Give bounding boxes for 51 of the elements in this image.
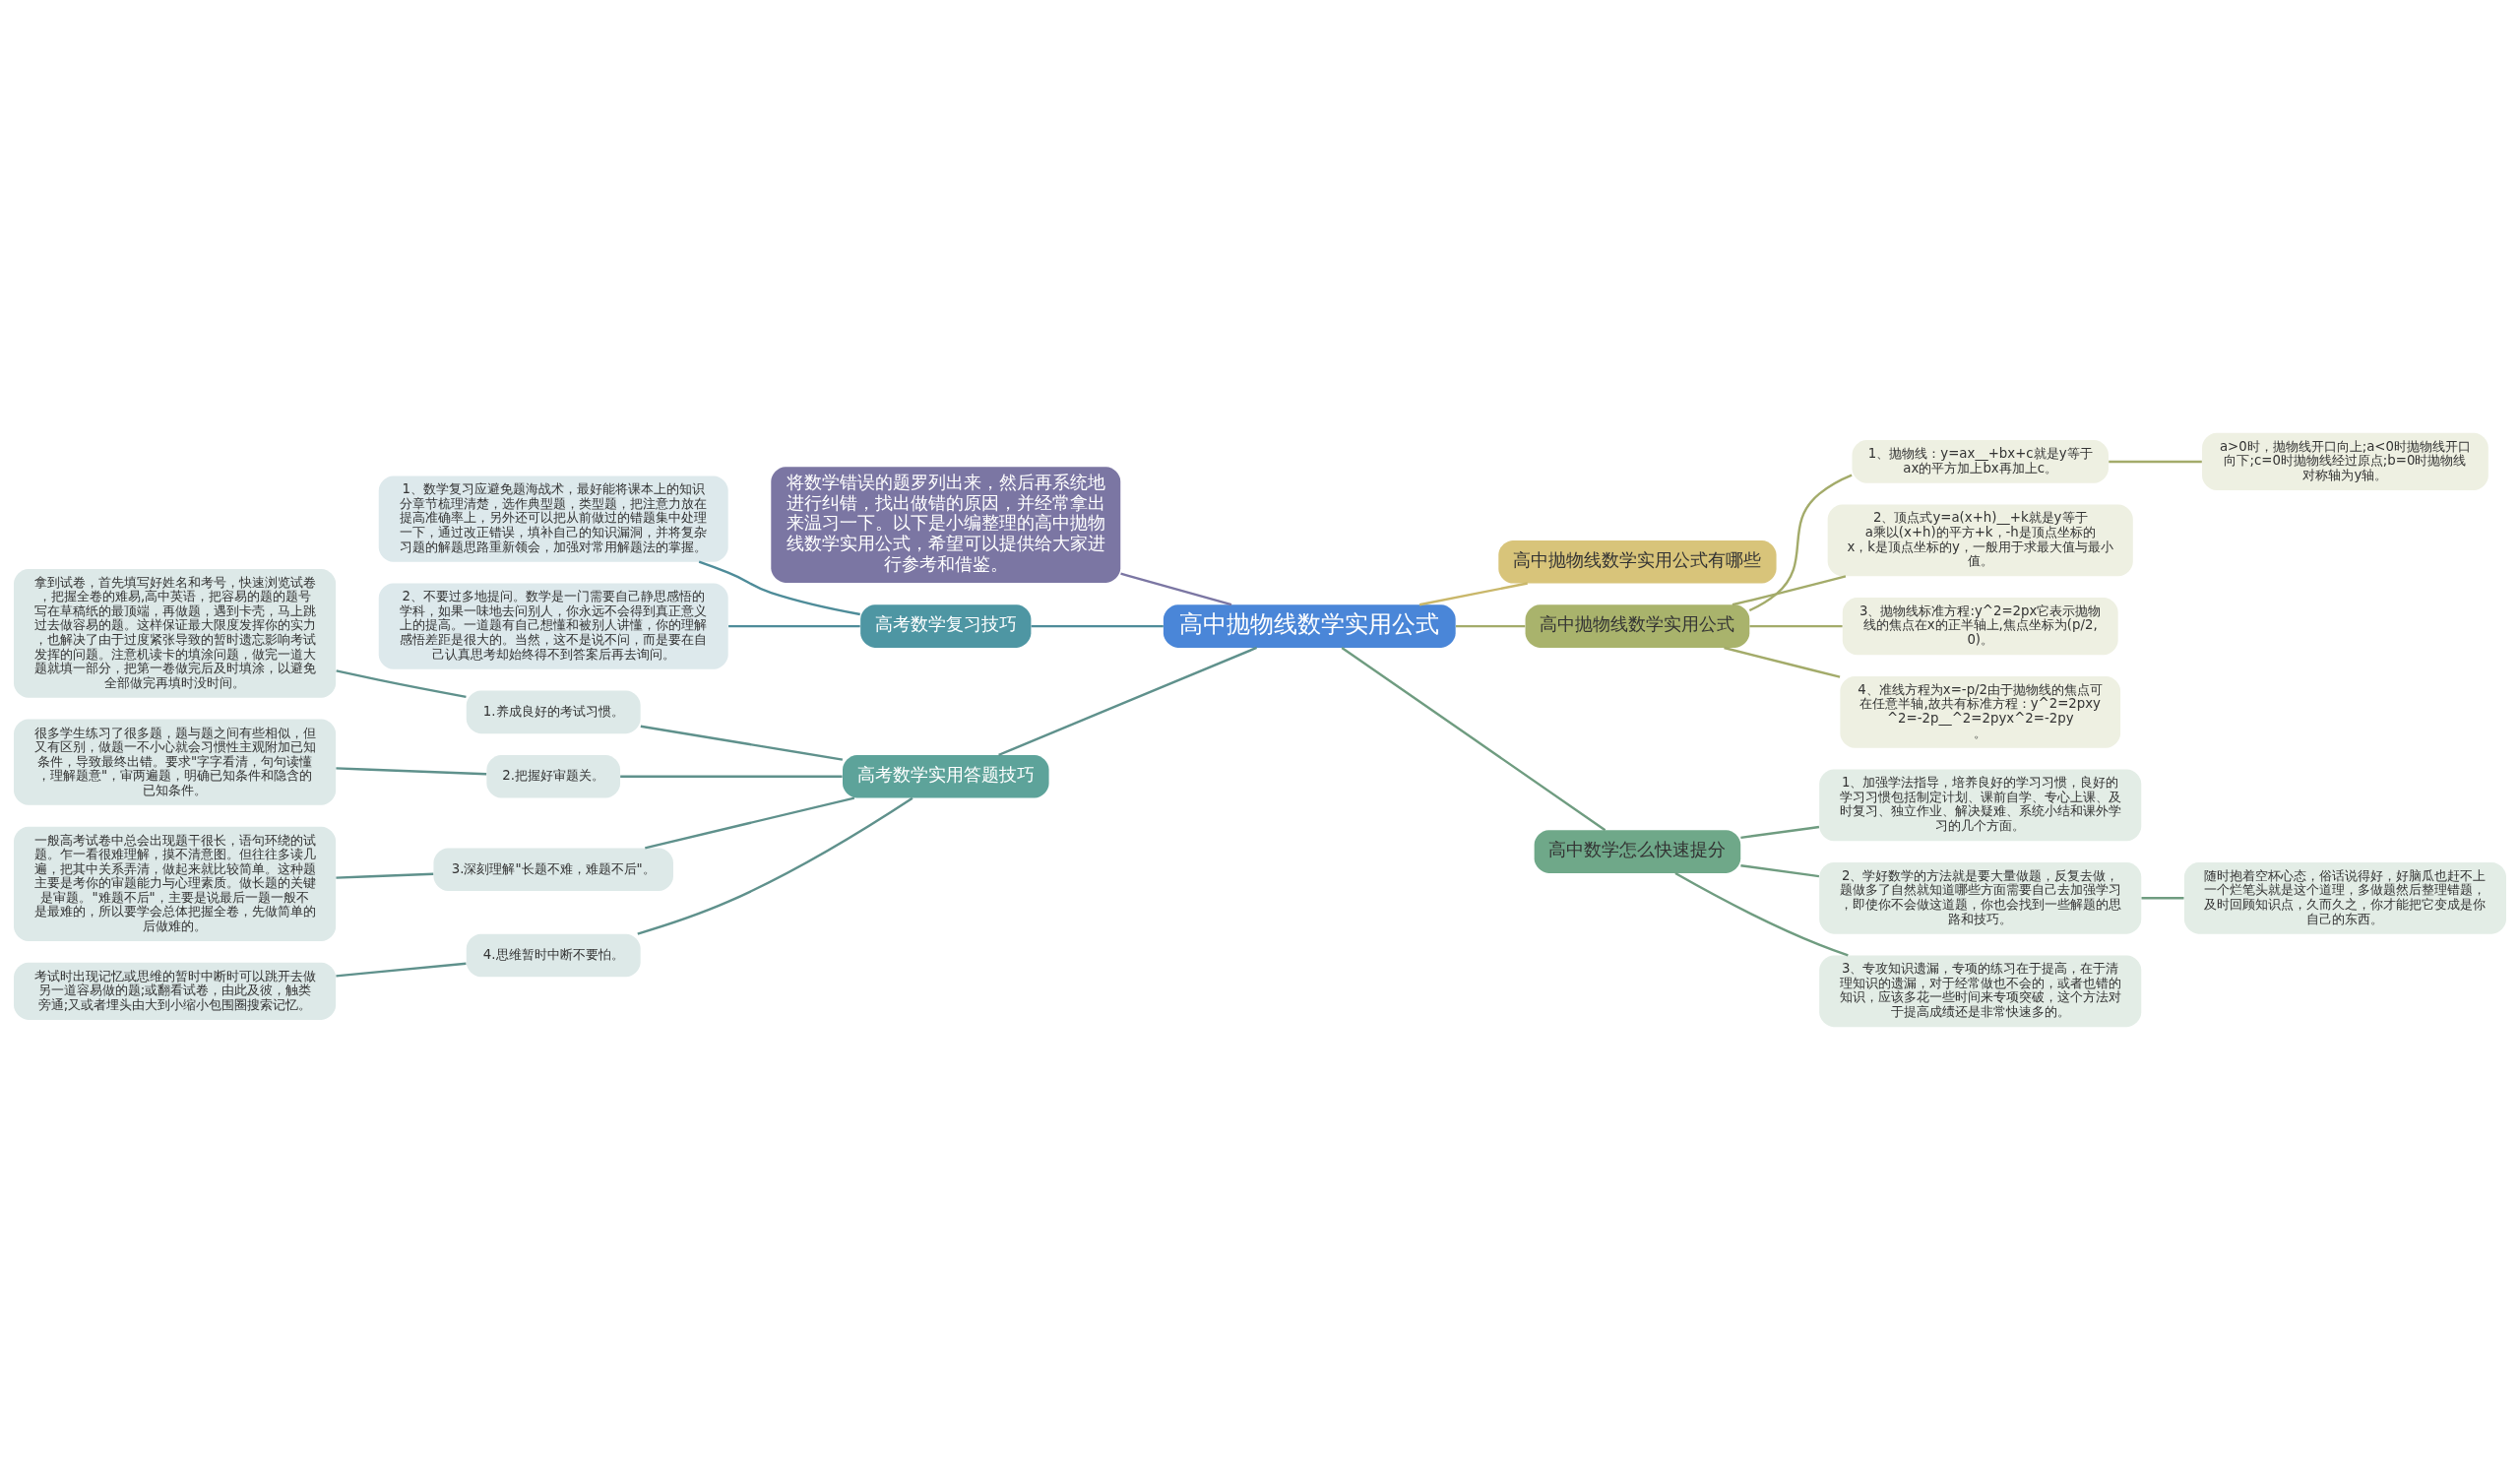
node-box: 1.养成良好的考试习惯。 bbox=[466, 690, 641, 733]
node-box: 拿到试卷，首先填写好姓名和考号，快速浏览试卷，把握全卷的难易,高中英语，把容易的题的题号写在草稿纸的最顶端，再做题，遇到卡壳，马上跳过去做容易的题。这样保证最大限度发挥你的实力，也解决了由于过度紧张导致的暂时遗忘影响考试发挥的问题。注意机读卡的填涂问题，做完一道大题就填一部分，把第一卷做完后及时填涂，以避免全部做完再填时没时间。 bbox=[14, 568, 337, 698]
connector bbox=[637, 796, 914, 935]
connector bbox=[620, 775, 843, 778]
node-box: 3、专攻知识遗漏，专项的练习在于提高，在于清理知识的遗漏，对于经常做也不会的，或者也错的知识，应该多花一些时间来专项突破，这个方法对于提高成绩还是非常快速多的。 bbox=[1819, 954, 2142, 1027]
node-box: 高中抛物线数学实用公式 bbox=[1163, 603, 1456, 648]
node-box: 4、准线方程为x=-p/2由于抛物线的焦点可在任意半轴,故共有标准方程：y^2=2pxy^2=-2p__^2=2pyx^2=-2py。 bbox=[1840, 675, 2121, 748]
node-box: 1、加强学法指导，培养良好的学习习惯，良好的学习习惯包括制定计划、课前自学、专心上课、及时复习、独立作业、解决疑难、系统小结和课外学习的几个方面。 bbox=[1819, 769, 2142, 841]
node-box: 高考数学实用答题技巧 bbox=[843, 754, 1049, 798]
connector bbox=[1740, 863, 1820, 877]
connector bbox=[2109, 460, 2202, 463]
node-box: 3.深刻理解"长题不难，难题不后"。 bbox=[433, 847, 673, 891]
connector bbox=[1341, 646, 1606, 831]
connector bbox=[1418, 581, 1528, 605]
connector bbox=[2141, 896, 2184, 900]
node-box: 随时抱着空杯心态，俗话说得好，好脑瓜也赶不上一个烂笔头就是这个道理，多做题然后整理错题，及时回顾知识点，久而久之，你才能把它变成是你自己的东西。 bbox=[2183, 861, 2506, 934]
node-box: 高中抛物线数学实用公式有哪些 bbox=[1498, 539, 1777, 583]
connector bbox=[998, 646, 1258, 756]
node-box: 2、不要过多地提问。数学是一门需要自己静思感悟的学科，如果一味地去问别人，你永远不会得到真正意义上的提高。一道题有自己想懂和被别人讲懂，你的理解感悟差距是很大的。当然，这不是说不问，而是要在自己认真思考却始终得不到答案后再去询问。 bbox=[378, 583, 728, 669]
node-box: 2、学好数学的方法就是要大量做题，反复去做，题做多了自然就知道哪些方面需要自己去加强学习，即使你不会做这道题，你也会找到一些解题的思路和技巧。 bbox=[1819, 861, 2142, 934]
node-box: 4.思维暂时中断不要怕。 bbox=[466, 933, 641, 977]
node-box: 一般高考试卷中总会出现题干很长，语句环绕的试题。乍一看很难理解，摸不清意图。但往往多读几遍，把其中关系弄清，做起来就比较简单。这种题主要是考你的审题能力与心理素质。做长题的关键是审题。"难题不后"，主要是说最后一题一般不是最难的，所以要学会总体把握全卷，先做简单的后做难的。 bbox=[14, 826, 337, 941]
node-box: 高中数学怎么快速提分 bbox=[1534, 829, 1741, 873]
node-box: 将数学错误的题罗列出来，然后再系统地进行纠错，找出做错的原因，并经常拿出来温习一下。以下是小编整理的高中抛物线数学实用公式，希望可以提供给大家进行参考和借鉴。 bbox=[771, 466, 1121, 583]
connector bbox=[1749, 624, 1843, 627]
node-box: 高考数学复习技巧 bbox=[860, 603, 1032, 648]
connector bbox=[336, 668, 467, 698]
connector bbox=[336, 872, 434, 879]
connector bbox=[336, 962, 467, 978]
connector bbox=[698, 560, 860, 615]
connector bbox=[1724, 646, 1841, 678]
connector bbox=[1120, 572, 1232, 605]
node-box: 1、数学复习应避免题海战术，最好能将课本上的知识分章节梳理清楚，选作典型题，类型题，把注意力放在提高准确率上，另外还可以把从前做过的错题集中处理一下，通过改正错误，填补自己的知识漏洞，并将复杂习题的解题思路重新领会，加强对常用解题法的掌握。 bbox=[378, 475, 728, 562]
node-box: 3、抛物线标准方程:y^2=2px它表示抛物线的焦点在x的正半轴上,焦点坐标为(p/2,0)。 bbox=[1842, 597, 2118, 655]
connector bbox=[1674, 871, 1849, 956]
connector bbox=[1748, 474, 1853, 611]
connector bbox=[1740, 825, 1820, 839]
node-box: 很多学生练习了很多题，题与题之间有些相似，但又有区别，做题一不小心就会习惯性主观附加已知条件，导致最终出错。要求"字字看清，句句读懂，理解题意"，审两遍题，明确已知条件和隐含的已知条件。 bbox=[14, 719, 337, 805]
connector bbox=[1031, 624, 1164, 627]
connector bbox=[645, 795, 855, 849]
connector bbox=[1455, 624, 1526, 627]
node-box: 考试时出现记忆或思维的暂时中断时可以跳开去做另一道容易做的题;或翻看试卷，由此及彼，触类旁通;又或者埋头由大到小缩小包围圈搜索记忆。 bbox=[14, 962, 337, 1020]
connector bbox=[336, 766, 487, 775]
connector bbox=[728, 624, 860, 627]
node-box: 高中抛物线数学实用公式 bbox=[1525, 603, 1750, 648]
connector bbox=[1732, 574, 1847, 605]
node-box: 2、顶点式y=a(x+h)__+k就是y等于a乘以(x+h)的平方+k，-h是顶点坐标的x，k是顶点坐标的y，一般用于求最大值与最小值。 bbox=[1827, 504, 2133, 576]
node-box: a>0时，抛物线开口向上;a<0时抛物线开口向下;c=0时抛物线经过原点;b=0时抛物线对称轴为y轴。 bbox=[2202, 432, 2488, 490]
connector bbox=[640, 725, 844, 761]
node-box: 1、抛物线：y=ax__+bx+c就是y等于ax的平方加上bx再加上c。 bbox=[1852, 439, 2109, 483]
node-box: 2.把握好审题关。 bbox=[486, 754, 621, 798]
